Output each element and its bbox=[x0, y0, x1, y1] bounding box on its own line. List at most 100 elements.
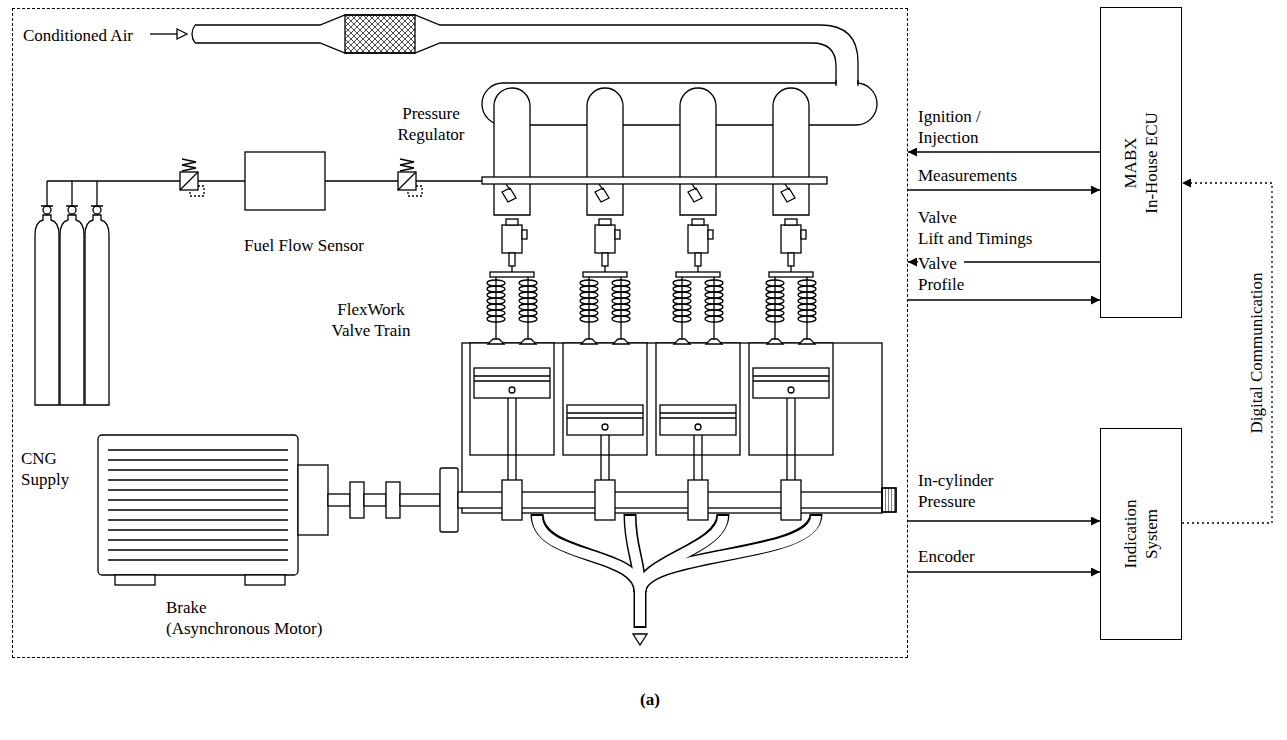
signal-arrow bbox=[908, 571, 1100, 572]
brake-motor bbox=[98, 435, 298, 575]
fuel-system bbox=[408, 186, 422, 196]
signal-arrow bbox=[908, 151, 1100, 152]
box-title: MABX In-House ECU bbox=[1120, 112, 1162, 214]
brake-motor bbox=[440, 468, 458, 532]
exhaust-pipe bbox=[634, 588, 647, 628]
signal-label: Digital Communication bbox=[1246, 270, 1267, 435]
engine-block bbox=[753, 368, 829, 398]
intake-manifold bbox=[680, 88, 716, 215]
intake-pipe bbox=[150, 15, 858, 90]
signal-arrow bbox=[908, 299, 1100, 300]
figure-caption: (a) bbox=[640, 689, 660, 710]
part-label: Brake (Asynchronous Motor) bbox=[166, 597, 322, 639]
intake-pipe bbox=[345, 15, 415, 53]
exhaust-pipe bbox=[635, 588, 645, 626]
signal-connectors bbox=[908, 152, 1272, 572]
engine-block bbox=[688, 480, 708, 520]
engine-block bbox=[749, 343, 833, 455]
fuel-system bbox=[180, 172, 198, 190]
intake-pipe bbox=[150, 33, 178, 34]
exhaust-pipe bbox=[537, 516, 816, 626]
fuel-system bbox=[85, 215, 109, 405]
fuel-system bbox=[180, 172, 198, 190]
fuel-system bbox=[182, 159, 196, 171]
part-label: Pressure Regulator bbox=[397, 103, 464, 145]
engine-block bbox=[602, 424, 608, 430]
fuel-system bbox=[400, 159, 414, 171]
flexwork-valve-train bbox=[580, 219, 630, 344]
fuel-system bbox=[190, 186, 204, 196]
test-bench-boundary: Conditioned AirPressure RegulatorFuel Fl… bbox=[12, 8, 908, 658]
fuel-system bbox=[60, 215, 84, 405]
fuel-system bbox=[35, 215, 59, 405]
brake-motor bbox=[98, 435, 458, 585]
engine-block bbox=[781, 480, 801, 520]
exhaust-pipe bbox=[537, 514, 816, 628]
signal-label: Valve Lift and Timings bbox=[918, 207, 1032, 249]
brake-motor bbox=[245, 575, 285, 585]
intake-manifold bbox=[587, 88, 623, 215]
intake-manifold bbox=[494, 88, 530, 215]
intake-manifold bbox=[837, 80, 857, 88]
box-title: Indication System bbox=[1120, 500, 1162, 569]
engine-block bbox=[474, 376, 829, 418]
signal-arrow bbox=[908, 520, 1100, 521]
engine-block bbox=[458, 343, 896, 520]
signal-arrow bbox=[908, 189, 1100, 190]
fuel-system bbox=[43, 206, 51, 214]
part-label: Conditioned Air bbox=[23, 25, 133, 46]
exhaust-pipe bbox=[640, 516, 816, 592]
engine-block bbox=[563, 343, 647, 455]
brake-motor bbox=[350, 482, 364, 518]
indication-system-box: Indication System bbox=[1100, 428, 1182, 640]
intake-manifold bbox=[835, 80, 836, 86]
fuel-system bbox=[68, 206, 76, 214]
intake-manifold bbox=[773, 88, 809, 215]
intake-manifold bbox=[482, 80, 877, 215]
engine-block bbox=[474, 368, 550, 398]
flexwork-valve-train bbox=[766, 219, 816, 344]
fuel-system bbox=[482, 177, 827, 184]
ecu-box: MABX In-House ECU bbox=[1100, 7, 1182, 318]
exhaust-pipe bbox=[640, 514, 816, 592]
flexwork-valve-train bbox=[487, 219, 816, 344]
exhaust-pipe bbox=[537, 514, 640, 592]
engine-block bbox=[695, 424, 701, 430]
brake-motor bbox=[386, 482, 400, 518]
intake-pipe bbox=[195, 15, 858, 90]
brake-motor bbox=[400, 494, 440, 506]
engine-block bbox=[567, 405, 643, 435]
part-label: FlexWork Valve Train bbox=[332, 299, 411, 341]
fuel-system bbox=[41, 205, 103, 206]
engine-block bbox=[502, 480, 522, 520]
engine-block bbox=[595, 480, 615, 520]
exhaust-pipe bbox=[537, 514, 816, 645]
intake-pipe bbox=[192, 25, 195, 43]
engine-block bbox=[508, 398, 795, 488]
signal-label: Measurements bbox=[918, 165, 1017, 186]
exhaust-pipe bbox=[633, 634, 647, 645]
signal-label: In-cylinder Pressure bbox=[918, 470, 994, 512]
signal-label: Encoder bbox=[918, 546, 975, 567]
part-label: Fuel Flow Sensor bbox=[244, 235, 364, 256]
fuel-system bbox=[93, 206, 101, 214]
engine-block bbox=[660, 405, 736, 435]
exhaust-pipe bbox=[537, 516, 640, 592]
engine-block bbox=[470, 343, 554, 455]
intake-manifold bbox=[857, 80, 858, 86]
engine-block bbox=[882, 488, 896, 512]
brake-motor bbox=[108, 450, 288, 560]
fuel-system bbox=[398, 172, 416, 190]
flexwork-valve-train bbox=[673, 219, 723, 344]
brake-motor bbox=[298, 465, 328, 535]
digital-link bbox=[1182, 183, 1272, 523]
flexwork-valve-train bbox=[487, 219, 537, 344]
fuel-system bbox=[502, 184, 516, 202]
fuel-system bbox=[398, 172, 416, 190]
brake-motor bbox=[115, 575, 155, 585]
fuel-system bbox=[688, 184, 702, 202]
fuel-system bbox=[595, 184, 609, 202]
brake-motor bbox=[328, 494, 350, 506]
